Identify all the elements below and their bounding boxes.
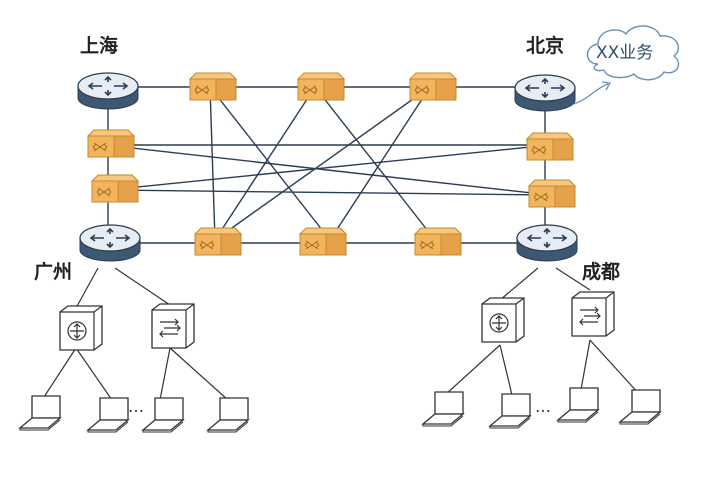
access-switch-right-2 bbox=[571, 291, 615, 337]
access-switch-right-1 bbox=[481, 297, 525, 343]
label-guangzhou: 广州 bbox=[34, 260, 72, 283]
label-beijing: 北京 bbox=[526, 34, 564, 57]
access-links-left bbox=[41, 267, 229, 401]
laptop-icon-right-4 bbox=[619, 389, 661, 425]
cloud-label: XX业务 bbox=[596, 43, 653, 63]
cloud-icon: XX业务 bbox=[573, 25, 680, 105]
router-icon-chengdu bbox=[516, 224, 578, 262]
access-switch-left-2 bbox=[151, 303, 195, 349]
router-icon-shanghai bbox=[77, 72, 139, 110]
optical-switch-bottom-1 bbox=[194, 227, 242, 256]
laptop-icon-left-2 bbox=[87, 397, 129, 433]
optical-switch-left-2 bbox=[91, 174, 139, 203]
optical-switch-right-1 bbox=[526, 132, 574, 161]
optical-switch-right-2 bbox=[528, 179, 576, 208]
label-shanghai: 上海 bbox=[80, 34, 118, 57]
ellipsis-left: … bbox=[128, 397, 146, 416]
access-links-right bbox=[444, 267, 641, 396]
laptop-icon-left-4 bbox=[207, 397, 249, 433]
optical-switch-top-3 bbox=[409, 72, 457, 101]
optical-switch-left-1 bbox=[87, 129, 135, 158]
optical-switch-bottom-3 bbox=[414, 227, 462, 256]
laptop-icon-left-1 bbox=[19, 395, 61, 431]
router-icon-guangzhou bbox=[79, 224, 141, 262]
laptop-icon-right-3 bbox=[557, 387, 599, 423]
backbone-links bbox=[104, 86, 551, 244]
optical-switch-bottom-2 bbox=[299, 227, 347, 256]
laptop-icon-right-1 bbox=[422, 391, 464, 427]
laptop-icon-right-2 bbox=[489, 393, 531, 429]
router-icon-beijing bbox=[514, 74, 576, 112]
laptop-icon-left-3 bbox=[142, 397, 184, 433]
optical-switch-top-1 bbox=[189, 72, 237, 101]
label-chengdu: 成都 bbox=[582, 260, 620, 283]
access-switch-left-1 bbox=[59, 305, 103, 351]
optical-switch-top-2 bbox=[297, 72, 345, 101]
ellipsis-right: … bbox=[535, 397, 553, 416]
